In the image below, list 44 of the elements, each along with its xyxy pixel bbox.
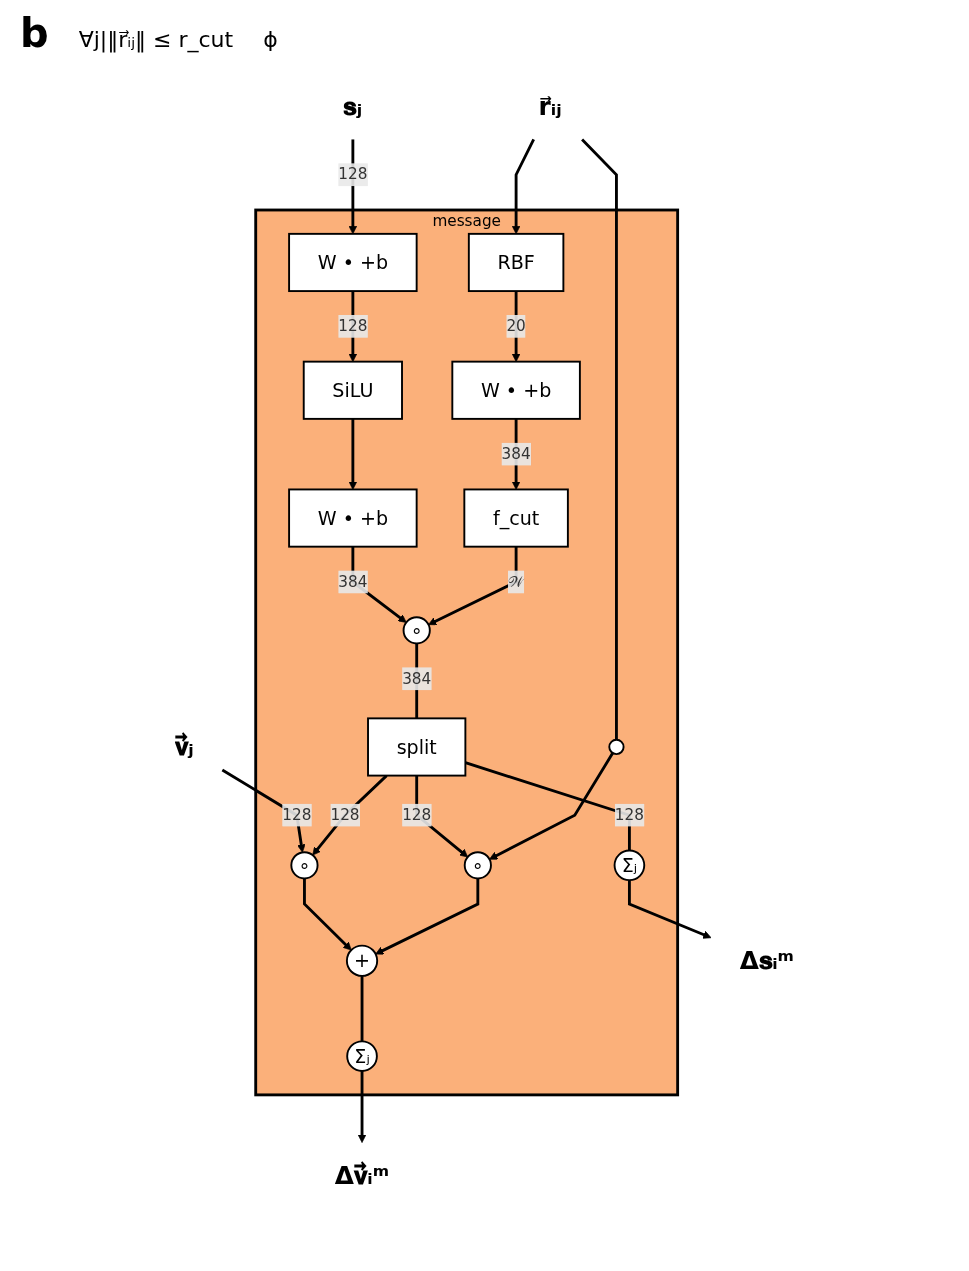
node-circle: ∘ — [290, 851, 319, 880]
node-box: W • +b — [288, 232, 418, 293]
node-text: Δ𝐬ᵢᵐ — [739, 945, 795, 975]
edge-label: 128 — [282, 805, 312, 824]
node-box: f_cut — [463, 488, 569, 548]
node-circle: ∘ — [463, 851, 492, 880]
annotation: ∀j|‖r⃗ᵢⱼ‖ ≤ r_cut — [78, 27, 234, 52]
node-box: split — [367, 717, 467, 777]
node-text: r⃗ᵢⱼ — [538, 91, 562, 121]
edge-label: 384 — [338, 572, 368, 591]
arrow — [489, 752, 614, 860]
arrow — [312, 774, 388, 856]
arrow — [628, 880, 712, 939]
node-circle — [608, 738, 625, 756]
edge-label: 384 — [402, 669, 432, 688]
node-circle: ∘ — [402, 616, 431, 645]
edge-label: 128 — [330, 805, 360, 824]
edge-label: 128 — [402, 805, 432, 824]
edge-label: 128 — [614, 805, 644, 824]
connector — [360, 975, 364, 1042]
annotation: ϕ — [263, 27, 278, 52]
arrow — [511, 291, 521, 363]
arrow — [357, 1071, 367, 1143]
arrow — [375, 878, 480, 955]
panel-letter: b — [20, 10, 49, 56]
connector — [581, 138, 618, 740]
arrow — [511, 138, 535, 235]
edge-label: 20 — [506, 316, 526, 335]
arrow — [348, 418, 358, 490]
arrow — [428, 546, 518, 626]
edge-label: 128 — [338, 316, 368, 335]
node-box: W • +b — [451, 360, 581, 420]
node-text: 𝐬ⱼ — [343, 91, 363, 121]
edge-label: 384 — [501, 444, 531, 463]
node-box: SiLU — [302, 360, 403, 420]
arrow — [303, 878, 352, 951]
node-box: RBF — [467, 232, 565, 293]
node-circle: + — [345, 944, 379, 977]
node-box: W • +b — [288, 488, 418, 548]
node-circle: Σⱼ — [346, 1040, 378, 1072]
edge-label: 128 — [338, 165, 368, 184]
node-circle: Σⱼ — [613, 849, 646, 882]
node-text: Δ𝐯⃗ᵢᵐ — [334, 1160, 390, 1190]
node-text: 𝐯⃗ⱼ — [174, 732, 194, 761]
